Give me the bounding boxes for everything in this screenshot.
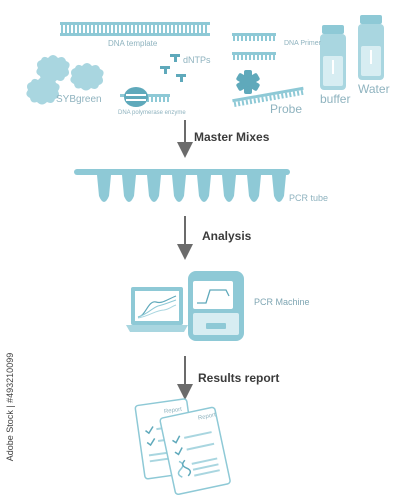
pcr-machine-icon [188, 271, 244, 341]
buffer-label: buffer [320, 92, 351, 106]
sybgreen-icon [26, 55, 104, 105]
polymerase-label: DNA polymerase enzyme [118, 110, 186, 116]
pcr-tube [247, 175, 261, 202]
pcr-tube [222, 175, 236, 202]
pcr-tube [172, 175, 186, 202]
pcr-tube [147, 175, 161, 202]
dna-template-icon [60, 22, 210, 36]
water-bottle-icon [358, 15, 384, 80]
sybgreen-label: SYBgreen [56, 94, 102, 105]
water-label: Water [358, 82, 390, 96]
pcr-tube [122, 175, 136, 202]
dna-template-label: DNA template [108, 39, 158, 48]
dna-primer-icon [232, 33, 276, 60]
dna-primer-label: DNA Primer [284, 40, 321, 47]
dntps-icon [160, 54, 186, 82]
step-master-mixes: Master Mixes [194, 130, 270, 144]
stock-id-watermark: Adobe Stock | #493210099 [2, 330, 15, 490]
laptop-icon [126, 287, 188, 332]
pcr-machine-label: PCR Machine [254, 297, 310, 307]
polymerase-icon [120, 87, 170, 107]
step-analysis: Analysis [202, 229, 252, 243]
step-results-report: Results report [198, 371, 280, 385]
report-documents-icon [134, 398, 231, 496]
pcr-tube-strip-icon [74, 169, 290, 202]
probe-icon [232, 70, 304, 107]
pcr-tube-label: PCR tube [289, 193, 329, 203]
pcr-tube [197, 175, 211, 202]
probe-label: Probe [270, 102, 303, 116]
buffer-bottle-icon [320, 25, 346, 90]
stock-id-text: Adobe Stock | #493210099 [5, 352, 15, 462]
pcr-tube [272, 175, 286, 202]
pcr-tube [97, 175, 111, 202]
dntps-label: dNTPs [183, 55, 211, 65]
